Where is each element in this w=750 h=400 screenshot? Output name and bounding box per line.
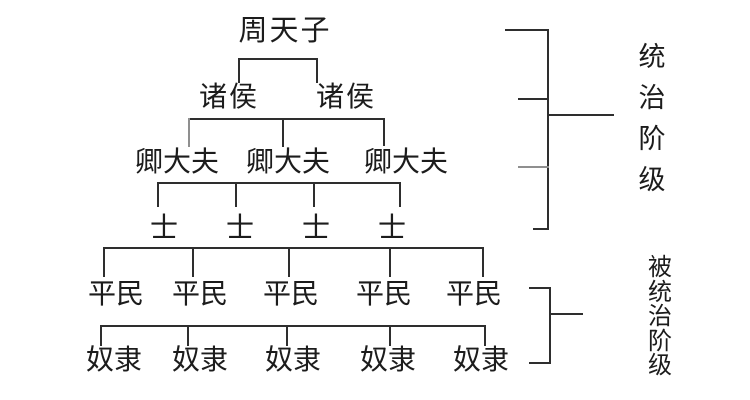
connector-king-vassals-top xyxy=(238,58,318,60)
connector-drop xyxy=(192,247,194,277)
connector-king-vassals-right-leg xyxy=(316,58,318,83)
ruling-class-bracket-tick-king xyxy=(505,29,549,31)
node-minister: 卿大夫 xyxy=(363,147,449,178)
node-vassal: 诸侯 xyxy=(315,82,377,113)
node-shi: 士 xyxy=(377,213,407,244)
node-slave: 奴隶 xyxy=(452,345,510,376)
node-slave: 奴隶 xyxy=(85,345,143,376)
ruling-class-bracket-tick-minister xyxy=(518,166,549,168)
connector-drop xyxy=(389,325,391,346)
connector-drop xyxy=(389,247,391,277)
ruled-class-bracket-tick-slave xyxy=(529,362,551,364)
connector-drop xyxy=(484,325,486,346)
connector-commoners-slaves-rail xyxy=(100,325,486,327)
node-slave: 奴隶 xyxy=(171,345,229,376)
connector-drop xyxy=(103,247,105,277)
connector-shi-commoners-rail xyxy=(103,247,484,249)
node-commoner: 平民 xyxy=(171,279,229,310)
node-slave: 奴隶 xyxy=(264,345,322,376)
node-commoner: 平民 xyxy=(87,279,145,310)
node-commoner: 平民 xyxy=(355,279,413,310)
node-minister: 卿大夫 xyxy=(134,147,220,178)
connector-drop xyxy=(383,118,385,146)
connector-drop xyxy=(100,325,102,346)
ruled-class-bracket-tick-commoner xyxy=(529,287,551,289)
connector-king-vassals-left-leg xyxy=(238,58,240,83)
connector-drop xyxy=(288,247,290,277)
node-minister: 卿大夫 xyxy=(245,147,331,178)
ruled-class-bracket-pointer xyxy=(549,313,583,315)
node-slave: 奴隶 xyxy=(359,345,417,376)
ruled-class-bracket-spine xyxy=(549,287,551,364)
connector-drop xyxy=(157,182,159,207)
ruling-class-bracket-pointer xyxy=(547,114,614,116)
connector-drop xyxy=(399,182,401,207)
connector-ministers-shi-rail xyxy=(157,182,401,184)
node-commoner: 平民 xyxy=(262,279,320,310)
connector-drop xyxy=(235,182,237,207)
connector-drop xyxy=(286,325,288,346)
connector-drop xyxy=(188,118,190,147)
node-commoner: 平民 xyxy=(445,279,503,310)
connector-drop xyxy=(313,182,315,207)
ruling-class-bracket-tick-shi xyxy=(533,228,549,230)
node-shi: 士 xyxy=(225,213,255,244)
node-shi: 士 xyxy=(149,213,179,244)
connector-drop xyxy=(282,118,284,147)
node-shi: 士 xyxy=(301,213,331,244)
ruled-class-label: 被统治阶级 xyxy=(648,255,672,380)
node-vassal: 诸侯 xyxy=(198,82,260,113)
node-zhou-king: 周天子 xyxy=(238,15,332,47)
connector-drop xyxy=(482,247,484,277)
ruling-class-bracket-tick-vassal xyxy=(518,98,549,100)
connector-vassals-ministers-rail xyxy=(188,118,385,120)
ruling-class-label: 统治阶级 xyxy=(638,42,666,195)
ruling-class-bracket-spine xyxy=(547,29,549,230)
connector-drop xyxy=(187,325,189,346)
